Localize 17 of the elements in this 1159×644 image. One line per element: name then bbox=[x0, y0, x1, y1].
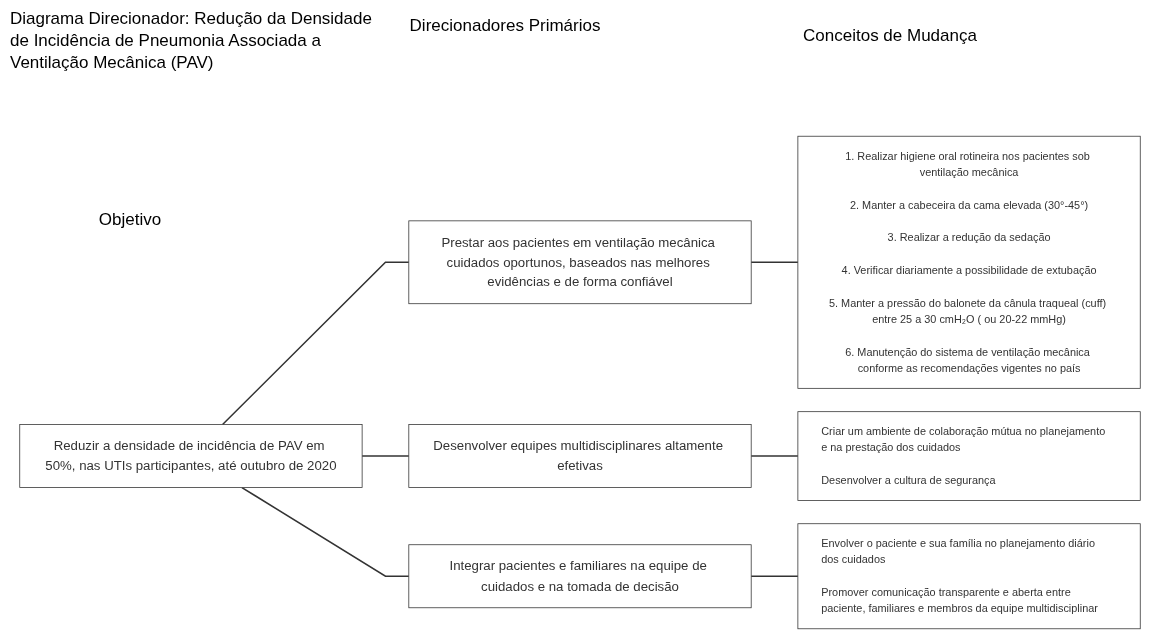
node-box: Reduzir a densidade de incidência de PAV em 50%, nas UTIs participantes, até outubro de 2020 bbox=[19, 424, 363, 488]
column-heading: Conceitos de Mudança bbox=[802, 26, 978, 46]
connector bbox=[750, 455, 799, 457]
node-box: 1. Realizar higiene oral rotineira nos pacientes sob ventilação mecânica 2. Manter a cabeceira da cama elevada (30°-45°) 3. Realizar a redução da sedação 4. Verificar diariamente a possibilidade de extubação 5. Manter a pressão do balonete da cânula traqueal (cuff) entre 25 a 30 cmH₂O ( ou 20-22 mmHg) 6. Manutenção do sistema de ventilação mecânica conforme as recomendações vigentes no país bbox=[797, 135, 1141, 389]
node-box: Envolver o paciente e sua família no planejamento diário dos cuidados Promover comunicação transparente e aberta entre paciente, familiares e membros da equipe multidisciplinar bbox=[797, 523, 1141, 630]
connector bbox=[241, 486, 410, 578]
connector bbox=[221, 261, 410, 426]
node-box: Prestar aos pacientes em ventilação mecânica cuidados oportunos, baseados nas melhores evidências e de forma confiável bbox=[408, 220, 752, 305]
connector bbox=[750, 261, 799, 264]
connector bbox=[361, 455, 410, 457]
connector bbox=[750, 575, 799, 578]
column-heading: Objetivo bbox=[97, 210, 163, 230]
node-box: Criar um ambiente de colaboração mútua no planejamento e na prestação dos cuidados Desenvolver a cultura de segurança bbox=[797, 411, 1141, 501]
node-box: Integrar pacientes e familiares na equipe de cuidados e na tomada de decisão bbox=[408, 544, 752, 609]
diagram-title: Diagrama Direcionador: Redução da Densidade de Incidência de Pneumonia Associada a Ventilação Mecânica (PAV) bbox=[10, 8, 373, 75]
column-heading: Direcionadores Primários bbox=[408, 16, 602, 36]
node-box: Desenvolver equipes multidisciplinares altamente efetivas bbox=[408, 424, 752, 488]
